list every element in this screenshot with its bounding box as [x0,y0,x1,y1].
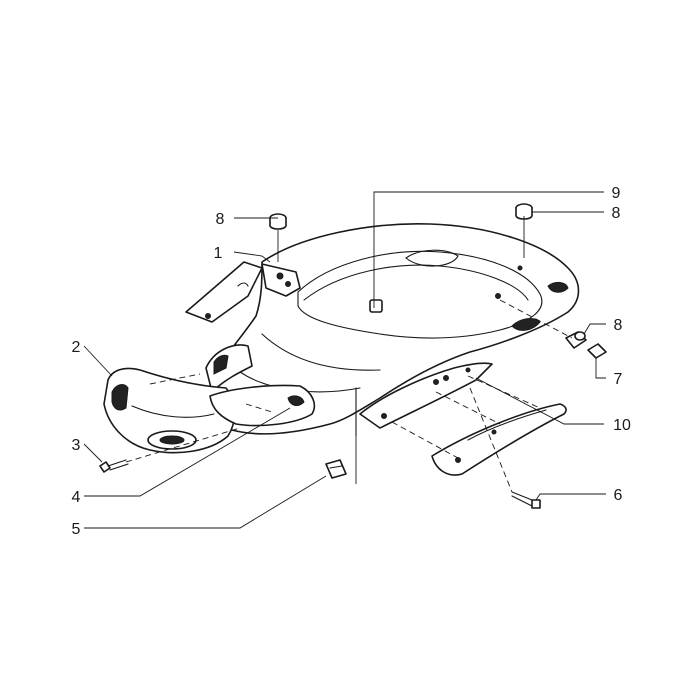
leader-lines [83,191,606,529]
callout-8-side: 8 [614,317,623,334]
callout-7: 7 [614,371,623,388]
screw-3 [99,459,129,473]
callout-1: 1 [214,245,223,262]
rubber-buffer-left [269,213,287,230]
callout-3: 3 [72,437,81,454]
callout-10: 10 [613,417,631,434]
rubber-buffer-side [565,331,587,349]
body-shell [205,223,580,437]
callout-4: 4 [72,489,81,506]
left-side-flap [185,261,263,323]
spacer [587,343,607,359]
callout-8-top-right: 8 [612,205,621,222]
rear-cover [103,367,236,454]
assembly-axes [125,299,573,493]
front-mount-bracket [261,263,301,297]
callout-8-top-left: 8 [216,211,225,228]
clip-nut [325,459,347,479]
callout-2: 2 [72,339,81,356]
callout-5: 5 [72,521,81,538]
rubber-buffer-right [515,203,533,220]
callout-9: 9 [612,185,621,202]
side-cover-panel [431,403,567,476]
side-cover-upper [359,362,493,429]
rear-grille-insert [209,384,316,427]
screw-6 [511,491,541,509]
callout-labels: 1 2 3 4 5 6 7 8 8 8 9 10 [72,185,631,538]
callout-6: 6 [614,487,623,504]
